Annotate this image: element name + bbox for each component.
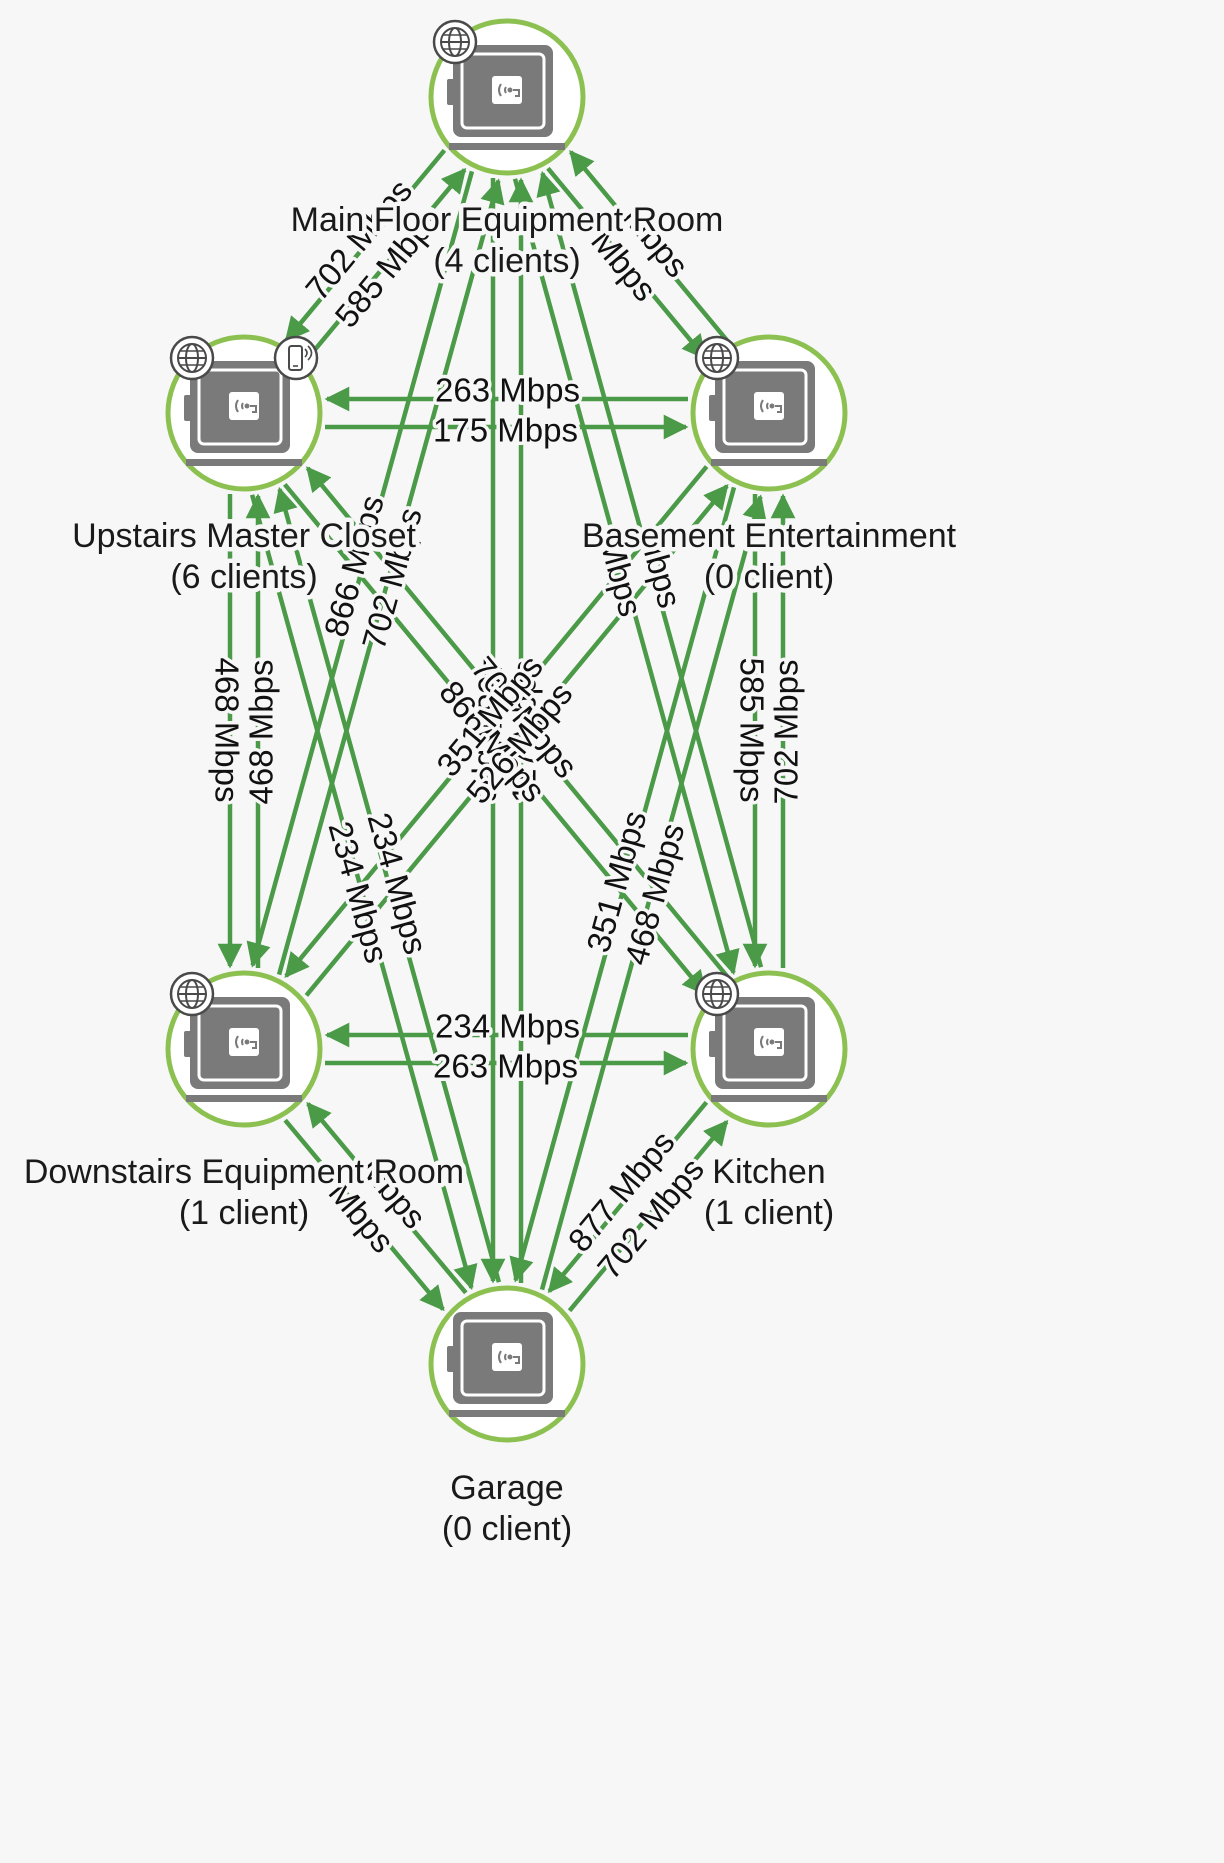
link-label-kitchen-to-downstairs: 234 Mbps xyxy=(435,1008,580,1045)
node-kitchen[interactable]: Kitchen(1 client) xyxy=(690,970,848,1236)
node-name-label: Upstairs Master Closet xyxy=(72,517,416,555)
link-label-garage-to-main: 117 Mbps xyxy=(506,660,543,802)
globe-icon xyxy=(432,19,478,65)
link-basement-to-garage xyxy=(509,486,737,1283)
node-clients-label: (4 clients) xyxy=(433,242,580,280)
link-label-downstairs-to-upstairs: 468 Mbps xyxy=(243,660,280,805)
link-main-to-basement xyxy=(546,166,707,360)
link-main-to-kitchen xyxy=(512,178,740,976)
globe-icon xyxy=(169,971,215,1017)
node-clients-label: (6 clients) xyxy=(170,558,317,596)
link-upstairs-to-garage xyxy=(249,494,478,1291)
link-garage-to-downstairs xyxy=(306,1101,468,1295)
link-kitchen-to-upstairs xyxy=(305,466,730,980)
node-name-label: Downstairs Equipment Room xyxy=(24,1153,464,1191)
node-clients-label: (1 client) xyxy=(179,1194,309,1232)
node-clients-label: (0 client) xyxy=(704,558,834,596)
link-label-main-to-garage: 468 Mbps xyxy=(471,657,508,802)
link-basement-to-downstairs xyxy=(284,465,709,978)
link-downstairs-to-main xyxy=(276,178,505,976)
link-garage-to-upstairs xyxy=(273,486,502,1283)
link-label-basement-to-kitchen: 585 Mbps xyxy=(733,658,770,803)
node-downstairs[interactable]: Downstairs Equipment Room(1 client) xyxy=(19,970,469,1236)
node-garage[interactable]: Garage(0 client) xyxy=(428,1285,586,1552)
node-basement[interactable]: Basement Entertainment(0 client) xyxy=(577,334,961,600)
node-name-label: Basement Entertainment xyxy=(582,517,957,555)
link-main-to-upstairs xyxy=(284,148,447,343)
link-upstairs-to-main xyxy=(304,167,467,362)
link-downstairs-to-garage xyxy=(283,1118,445,1312)
link-upstairs-to-kitchen xyxy=(283,482,708,996)
link-label-downstairs-to-kitchen: 263 Mbps xyxy=(433,1048,578,1085)
globe-icon xyxy=(694,335,740,381)
link-garage-to-basement xyxy=(539,494,767,1291)
link-label-upstairs-to-downstairs: 468 Mbps xyxy=(208,658,245,803)
link-label-kitchen-to-basement: 702 Mbps xyxy=(768,660,805,805)
nodes-layer: Main Floor Equipment Room(4 clients) Upst… xyxy=(19,18,961,1552)
link-downstairs-to-basement xyxy=(304,484,729,997)
link-label-upstairs-to-basement: 175 Mbps xyxy=(433,412,578,449)
link-kitchen-to-main xyxy=(536,170,764,968)
node-upstairs[interactable]: Upstairs Master Closet(6 clients) xyxy=(68,334,421,600)
mesh-router-icon xyxy=(445,1310,567,1419)
globe-icon xyxy=(694,971,740,1017)
node-name-label: Garage xyxy=(450,1469,563,1507)
globe-icon xyxy=(169,335,215,381)
links-layer xyxy=(217,148,796,1313)
link-kitchen-to-garage xyxy=(547,1100,709,1294)
node-name-label: Main Floor Equipment Room xyxy=(291,201,724,239)
link-main-to-downstairs xyxy=(246,170,475,968)
node-main[interactable]: Main Floor Equipment Room(4 clients) xyxy=(286,18,728,284)
node-name-label: Kitchen xyxy=(712,1153,825,1191)
phone-icon xyxy=(273,335,319,381)
link-basement-to-main xyxy=(569,150,730,344)
link-label-basement-to-upstairs: 263 Mbps xyxy=(435,372,580,409)
link-garage-to-kitchen xyxy=(567,1119,729,1313)
node-clients-label: (0 client) xyxy=(442,1510,572,1548)
node-clients-label: (1 client) xyxy=(704,1194,834,1232)
